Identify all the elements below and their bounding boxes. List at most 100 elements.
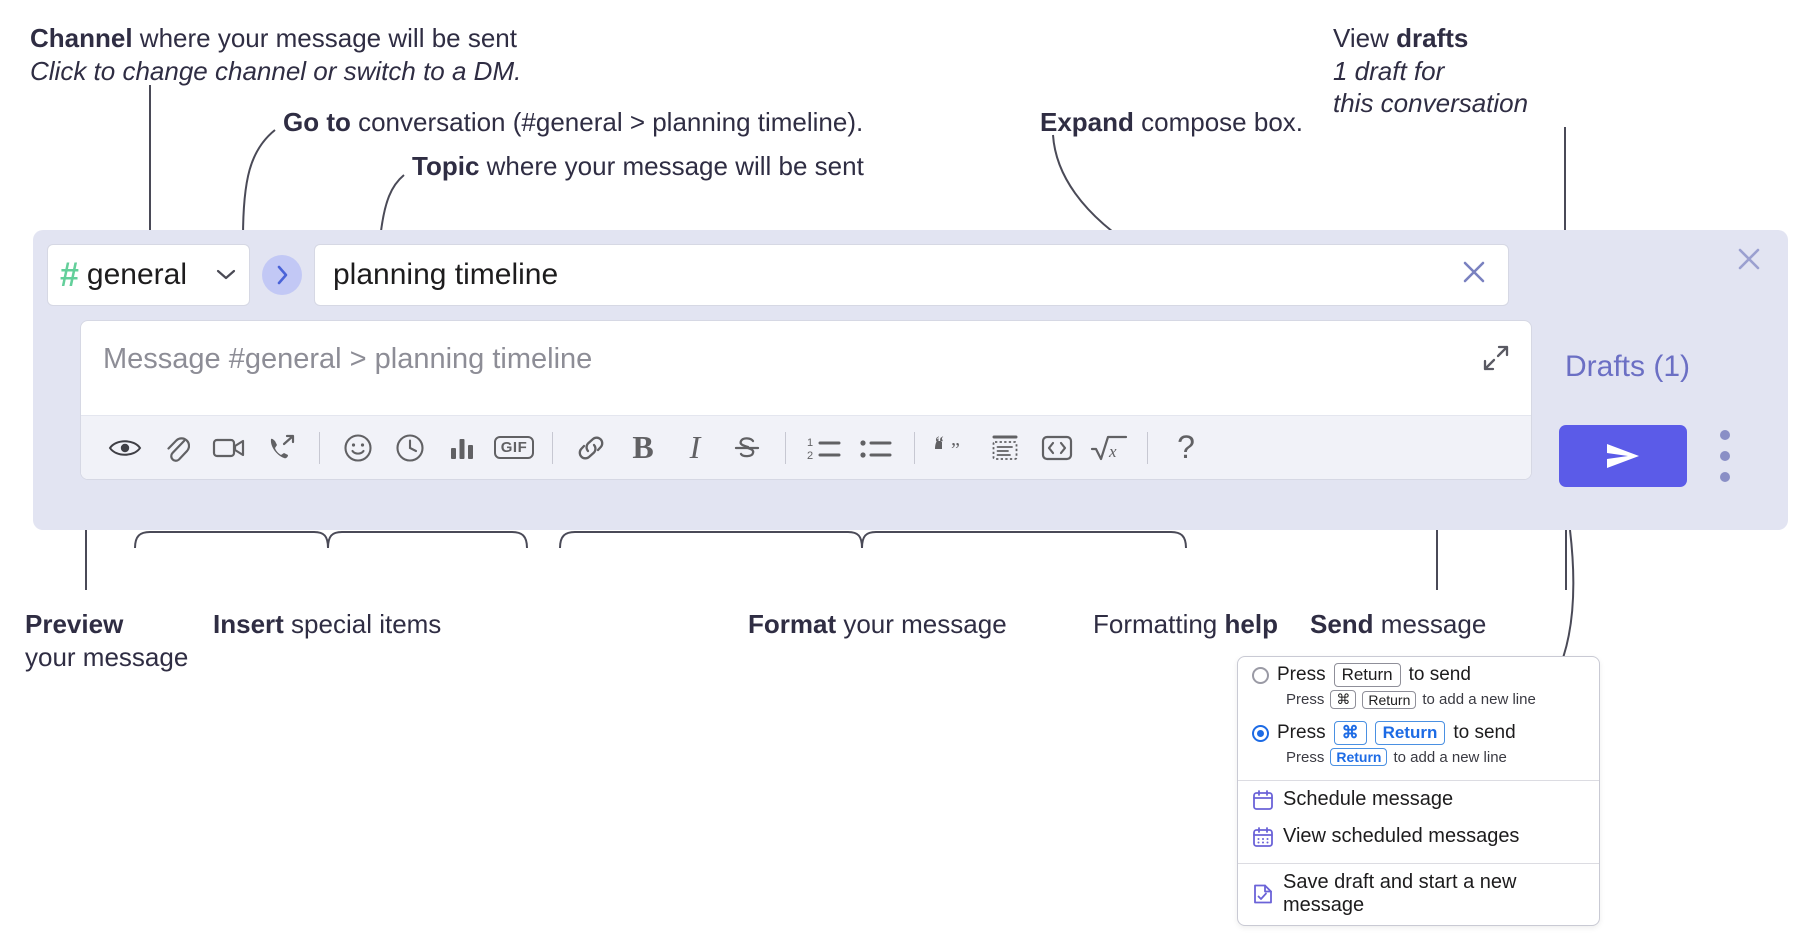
annotation-expand-bold: Expand bbox=[1040, 107, 1134, 137]
inline-code-icon[interactable] bbox=[1031, 425, 1083, 471]
divider bbox=[914, 431, 915, 464]
option2-post: to send bbox=[1453, 722, 1516, 743]
gif-icon[interactable]: GIF bbox=[488, 425, 540, 471]
annotation-topic-rest: where your message will be sent bbox=[479, 151, 864, 181]
send-option-return[interactable]: Press Return to send Press ⌘ Return to a… bbox=[1238, 657, 1599, 715]
compose-main: # general planning timeline Message #gen… bbox=[33, 230, 1545, 530]
annotation-drafts-line2: 1 draft for bbox=[1333, 55, 1445, 86]
annotation-help: Formatting help bbox=[1093, 608, 1278, 641]
close-icon[interactable] bbox=[1732, 242, 1766, 282]
goto-conversation-button[interactable] bbox=[262, 255, 302, 295]
option2-sub-pre: Press bbox=[1286, 748, 1325, 766]
expand-icon[interactable] bbox=[1481, 343, 1511, 373]
divider bbox=[1147, 431, 1148, 464]
annotation-format-rest: your message bbox=[836, 609, 1007, 639]
poll-icon[interactable] bbox=[436, 425, 488, 471]
channel-selector[interactable]: # general bbox=[47, 244, 250, 306]
annotation-help-bold: help bbox=[1224, 609, 1278, 639]
calendar-grid-icon bbox=[1252, 826, 1274, 848]
annotation-drafts: View drafts 1 draft for this conversatio… bbox=[1333, 22, 1528, 120]
message-placeholder: Message #general > planning timeline bbox=[103, 343, 593, 375]
annotation-drafts-line3: this conversation bbox=[1333, 88, 1529, 118]
menu-divider bbox=[1238, 863, 1599, 864]
annotation-format: Format your message bbox=[748, 608, 1007, 641]
blockquote-icon[interactable]: “” bbox=[927, 425, 979, 471]
svg-text:”: ” bbox=[951, 439, 960, 461]
kebab-dot bbox=[1720, 451, 1730, 461]
annotation-goto: Go to conversation (#general > planning … bbox=[283, 106, 863, 139]
option1-pre: Press bbox=[1277, 664, 1326, 685]
italic-icon[interactable]: I bbox=[689, 429, 701, 465]
key-cmd: ⌘ bbox=[1333, 721, 1367, 745]
option2-pre: Press bbox=[1277, 722, 1326, 743]
key-return: Return bbox=[1333, 663, 1401, 687]
drafts-link[interactable]: Drafts (1) bbox=[1565, 350, 1691, 383]
menu-item-schedule-message[interactable]: Schedule message bbox=[1238, 781, 1599, 818]
topic-value: planning timeline bbox=[333, 258, 559, 291]
channel-name: general bbox=[86, 258, 187, 291]
kebab-dot bbox=[1720, 430, 1730, 440]
menu-item-label: Save draft and start a new message bbox=[1283, 871, 1517, 916]
send-button[interactable] bbox=[1559, 425, 1687, 487]
menu-item-save-draft[interactable]: Save draft and start a new message bbox=[1238, 864, 1599, 924]
attachment-icon[interactable] bbox=[151, 425, 203, 471]
save-draft-icon bbox=[1252, 883, 1274, 905]
math-icon[interactable]: x bbox=[1083, 425, 1135, 471]
code-block-icon[interactable] bbox=[979, 425, 1031, 471]
clock-icon[interactable] bbox=[384, 425, 436, 471]
compose-header-row: # general planning timeline bbox=[47, 244, 1509, 306]
radio-button-selected[interactable] bbox=[1252, 724, 1269, 742]
annotation-help-plain: Formatting bbox=[1093, 609, 1225, 639]
annotation-drafts-plain: View bbox=[1333, 23, 1397, 53]
option1-sub-post: to add a new line bbox=[1422, 691, 1536, 708]
compose-options-menu: Press Return to send Press ⌘ Return to a… bbox=[1237, 656, 1600, 926]
help-icon[interactable]: ? bbox=[1177, 429, 1195, 465]
message-input-area[interactable]: Message #general > planning timeline bbox=[80, 320, 1532, 480]
strikethrough-icon[interactable] bbox=[721, 425, 773, 471]
send-arrow-icon bbox=[1607, 444, 1639, 468]
annotation-preview-bold: Preview bbox=[25, 609, 124, 639]
key-cmd: ⌘ bbox=[1330, 690, 1357, 709]
close-icon[interactable] bbox=[1458, 256, 1490, 294]
svg-text:x: x bbox=[1108, 442, 1117, 461]
send-option-cmd-return[interactable]: Press ⌘ Return to send Press Return to a… bbox=[1238, 715, 1599, 772]
bold-icon[interactable]: B bbox=[632, 429, 654, 465]
calendar-icon bbox=[1252, 789, 1274, 811]
kebab-dot bbox=[1720, 472, 1730, 482]
option1-sub-pre: Press bbox=[1286, 691, 1325, 708]
annotation-expand-rest: compose box. bbox=[1133, 107, 1304, 137]
annotation-topic: Topic where your message will be sent bbox=[412, 150, 864, 183]
divider bbox=[552, 431, 553, 464]
chevron-down-icon bbox=[215, 265, 237, 286]
video-icon[interactable] bbox=[203, 425, 255, 471]
key-return: Return bbox=[1374, 721, 1446, 745]
menu-item-view-scheduled-messages[interactable]: View scheduled messages bbox=[1238, 818, 1599, 855]
annotation-insert-rest: special items bbox=[283, 609, 442, 639]
annotation-goto-rest: conversation (#general > planning timeli… bbox=[350, 107, 864, 137]
preview-icon[interactable] bbox=[99, 425, 151, 471]
compose-box: # general planning timeline Message #gen… bbox=[33, 230, 1788, 530]
annotation-send-rest: message bbox=[1373, 609, 1487, 639]
annotation-insert: Insert special items bbox=[213, 608, 441, 641]
bulleted-list-icon[interactable] bbox=[850, 425, 902, 471]
gif-label: GIF bbox=[493, 436, 535, 459]
compose-options-button[interactable] bbox=[1720, 430, 1730, 482]
annotation-preview: Preview your message bbox=[25, 608, 188, 673]
annotation-channel-bold: Channel bbox=[30, 23, 133, 53]
option2-sub-post: to add a new line bbox=[1393, 748, 1507, 766]
divider bbox=[319, 431, 320, 464]
menu-item-label: Schedule message bbox=[1283, 788, 1454, 810]
link-icon[interactable] bbox=[565, 425, 617, 471]
call-forward-icon[interactable] bbox=[255, 425, 307, 471]
svg-text:2: 2 bbox=[807, 450, 813, 462]
menu-divider bbox=[1238, 780, 1599, 781]
emoji-icon[interactable] bbox=[332, 425, 384, 471]
annotation-topic-bold: Topic bbox=[412, 151, 480, 181]
annotation-channel: Channel where your message will be sent … bbox=[30, 22, 521, 87]
topic-input[interactable]: planning timeline bbox=[314, 244, 1509, 306]
radio-button[interactable] bbox=[1252, 666, 1269, 684]
divider bbox=[785, 431, 786, 464]
annotation-insert-bold: Insert bbox=[213, 609, 284, 639]
